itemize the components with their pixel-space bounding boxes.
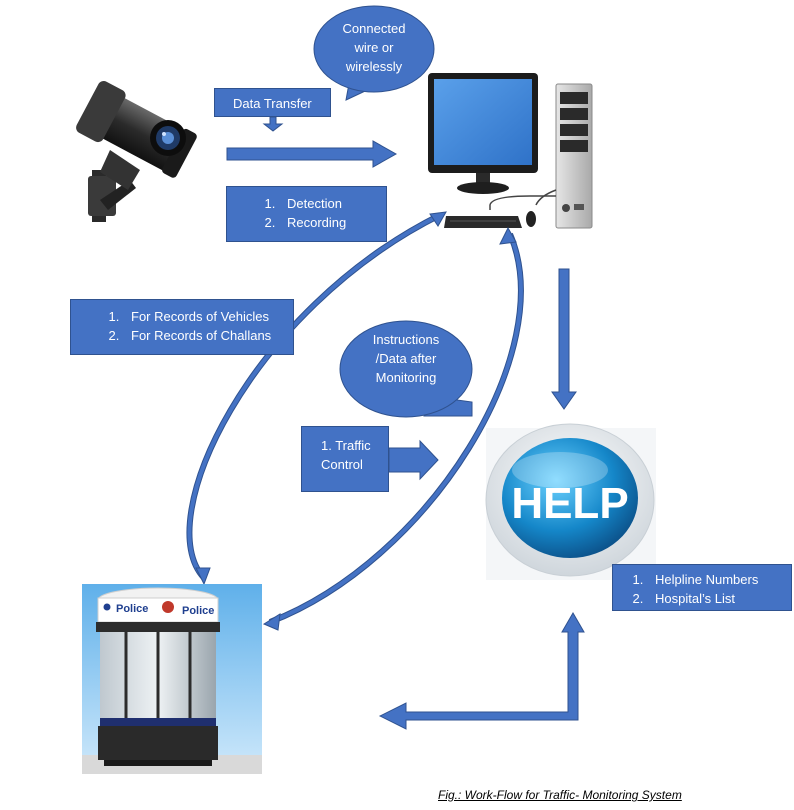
help-button-icon: HELP bbox=[485, 423, 656, 580]
detection-item: Detection bbox=[279, 194, 386, 213]
traffic-control-box: 1. Traffic Control bbox=[301, 426, 389, 492]
connection-speech-bubble bbox=[313, 5, 435, 101]
connection-line-1: Connected bbox=[342, 21, 406, 36]
records-box: For Records of Vehicles For Records of C… bbox=[70, 299, 294, 355]
traffic-control-arrow bbox=[388, 439, 439, 481]
detection-recording-box: Detection Recording bbox=[226, 186, 387, 242]
connection-line-2: wire or bbox=[354, 40, 394, 55]
police-label-left: Police bbox=[116, 603, 148, 615]
desktop-computer-icon bbox=[428, 73, 593, 229]
data-transfer-down-arrow bbox=[262, 116, 284, 132]
camera-to-computer-arrow bbox=[226, 140, 398, 168]
recording-item: Recording bbox=[279, 213, 386, 232]
instructions-bubble-text: Instructions /Data after Monitoring bbox=[356, 330, 456, 387]
helpline-numbers-item: Helpline Numbers bbox=[647, 570, 791, 589]
police-label-right: Police bbox=[182, 605, 214, 617]
computer-to-booth-curved-arrow bbox=[262, 226, 524, 631]
data-transfer-box: Data Transfer bbox=[214, 88, 331, 117]
cctv-camera-icon bbox=[76, 80, 197, 222]
instructions-speech-bubble bbox=[339, 320, 473, 418]
instructions-line-1: Instructions bbox=[372, 332, 440, 347]
help-label: HELP bbox=[511, 479, 628, 528]
computer-to-help-arrow bbox=[551, 268, 577, 410]
data-transfer-label: Data Transfer bbox=[233, 96, 312, 111]
police-booth-icon: Police Police bbox=[82, 584, 262, 774]
records-vehicles-item: For Records of Vehicles bbox=[123, 307, 293, 326]
helpline-box: Helpline Numbers Hospital’s List bbox=[612, 564, 792, 611]
traffic-control-line-1: 1. Traffic bbox=[321, 438, 371, 453]
traffic-control-line-2: Control bbox=[321, 457, 363, 472]
hospitals-list-item: Hospital’s List bbox=[647, 589, 791, 608]
instructions-line-3: Monitoring bbox=[375, 370, 437, 385]
instructions-line-2: /Data after bbox=[375, 351, 437, 366]
booth-to-computer-curved-arrow bbox=[186, 211, 447, 586]
connection-bubble-text: Connected wire or wirelessly bbox=[326, 19, 422, 76]
records-challans-item: For Records of Challans bbox=[123, 326, 293, 345]
figure-caption: Fig.: Work-Flow for Traffic- Monitoring … bbox=[438, 788, 682, 802]
connection-line-3: wirelessly bbox=[345, 59, 403, 74]
help-to-booth-arrow bbox=[378, 612, 585, 730]
